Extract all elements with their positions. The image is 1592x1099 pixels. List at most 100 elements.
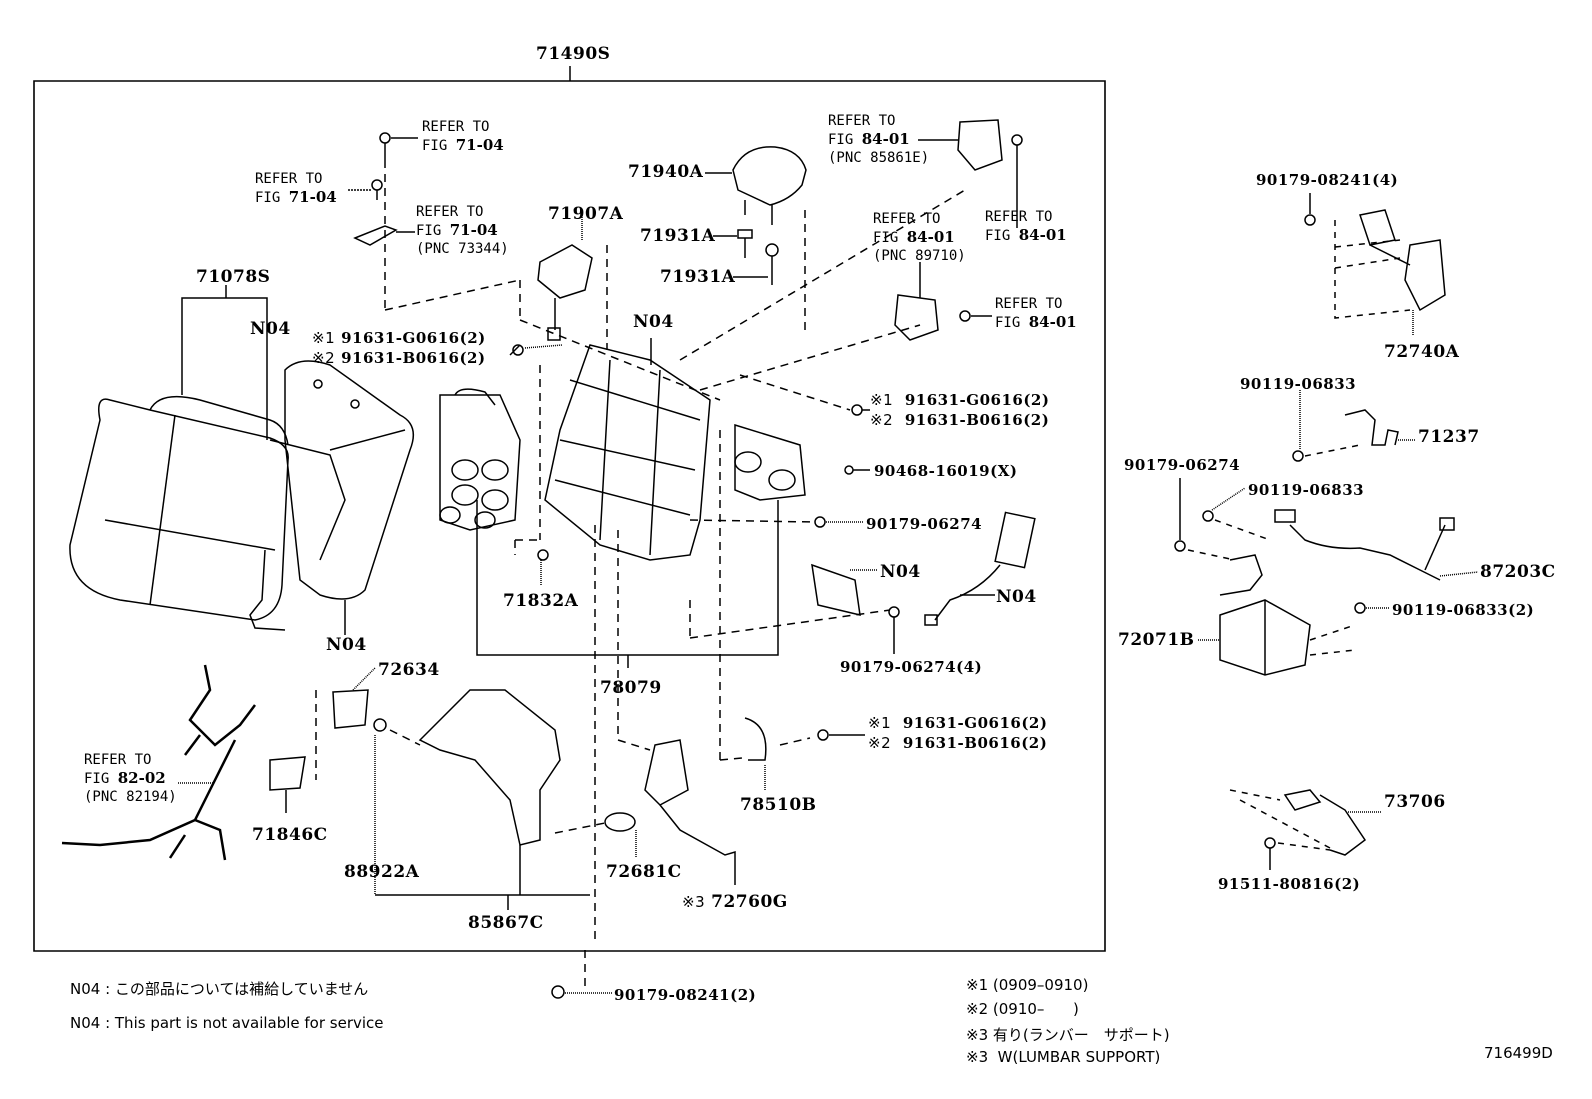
refer-text: REFER TO [828, 113, 896, 129]
part-72071B[interactable]: 72071B [1118, 630, 1195, 650]
part-71931A-2[interactable]: 71931A [660, 267, 736, 287]
pnc-text: (PNC 89710) [873, 248, 966, 264]
part-73706[interactable]: 73706 [1384, 792, 1446, 812]
lumbar-actuator-drawing [645, 740, 735, 885]
part-90179-08241-4[interactable]: 90179-08241(4) [1256, 171, 1399, 189]
bolt-note-left: ※1 91631-G0616(2) ※2 91631-B0616(2) [312, 328, 486, 368]
refer-text: REFER TO [416, 204, 484, 220]
part-72740A[interactable]: 72740A [1384, 342, 1460, 362]
part-91631-B0616[interactable]: 91631-B0616(2) [341, 349, 486, 367]
part-n04-cover: N04 [250, 319, 291, 339]
refer-text: REFER TO [995, 296, 1063, 312]
part-90179-08241-2[interactable]: 90179-08241(2) [614, 986, 757, 1004]
fig-text: FIG [828, 132, 854, 148]
part-71832A[interactable]: 71832A [503, 591, 579, 611]
note-n04-japanese: N04 : この部品については補給していません [70, 980, 369, 998]
part-91631-B0616[interactable]: 91631-B0616(2) [902, 734, 1048, 752]
part-n04-sensor: N04 [996, 587, 1037, 607]
fig-number: 84-01 [1028, 313, 1077, 331]
fig-number: 84-01 [861, 130, 910, 148]
part-n04-switch: N04 [880, 562, 921, 582]
part-71237[interactable]: 71237 [1418, 427, 1480, 447]
part-85867C[interactable]: 85867C [468, 913, 544, 933]
fig-number: 84-01 [1018, 226, 1067, 244]
pnc-text: (PNC 82194) [84, 789, 177, 805]
part-90119-06833-a[interactable]: 90119-06833 [1240, 375, 1357, 393]
lumbar-switch-drawing [812, 512, 1035, 625]
legend-3-en: ※3 W(LUMBAR SUPPORT) [966, 1048, 1161, 1066]
screws-71-04 [348, 133, 418, 310]
bracket-71237-drawing [1293, 390, 1416, 461]
mark-2: ※2 [870, 411, 894, 429]
fig-number: 84-01 [906, 228, 955, 246]
part-72681C[interactable]: 72681C [606, 862, 682, 882]
part-78079[interactable]: 78079 [600, 678, 662, 698]
refer-text: REFER TO [985, 209, 1053, 225]
refer-fig-84-01-nut: REFER TO FIG 84-01 [985, 208, 1067, 245]
part-91631-G0616[interactable]: 91631-G0616(2) [341, 329, 486, 347]
part-90179-06274-4[interactable]: 90179-06274(4) [840, 658, 983, 676]
part-91511-80816-2[interactable]: 91511-80816(2) [1218, 875, 1361, 893]
refer-fig-84-01-bolt: REFER TO FIG 84-01 [995, 295, 1077, 332]
part-78510B[interactable]: 78510B [740, 795, 817, 815]
part-87203C[interactable]: 87203C [1480, 562, 1556, 582]
part-90119-06833-2[interactable]: 90119-06833(2) [1392, 601, 1535, 619]
note-n04-english: N04 : This part is not available for ser… [70, 1014, 384, 1032]
mark-1: ※1 [312, 329, 336, 347]
small-hardware [510, 135, 1022, 998]
pad-71846C-drawing [270, 757, 305, 790]
legend-3-jp: ※3 有り(ランバー サポート) [966, 1026, 1170, 1044]
refer-fig-71-04-pnc: REFER TO FIG 71-04 (PNC 73344) [416, 203, 509, 258]
bracket-72740A-drawing [1305, 193, 1445, 335]
part-88922A[interactable]: 88922A [344, 862, 420, 882]
fig-number: 82-02 [117, 769, 166, 787]
part-91631-G0616[interactable]: 91631-G0616(2) [902, 714, 1048, 732]
part-91631-B0616[interactable]: 91631-B0616(2) [904, 411, 1050, 429]
fig-number: 71-04 [288, 188, 337, 206]
legend-2: ※2 (0910– ) [966, 1000, 1079, 1018]
bracket-73706-drawing [1230, 790, 1382, 870]
part-71907A[interactable]: 71907A [548, 204, 624, 224]
part-72760G[interactable]: 72760G [711, 892, 788, 912]
module-72071B-drawing [1198, 600, 1390, 675]
pnc-text: (PNC 85861E) [828, 150, 930, 166]
part-90468-16019[interactable]: 90468-16019(X) [874, 462, 1018, 480]
part-71931A-1[interactable]: 71931A [640, 226, 716, 246]
part-90179-06274[interactable]: 90179-06274 [866, 515, 983, 533]
seat-frame-drawing [545, 338, 710, 560]
part-72634[interactable]: 72634 [378, 660, 440, 680]
refer-fig-84-01-pnc-89710: REFER TO FIG 84-01 (PNC 89710) [873, 210, 966, 265]
fig-text: FIG [995, 315, 1021, 331]
harness-87203C-drawing [1175, 478, 1478, 595]
refer-fig-82-02: REFER TO FIG 82-02 (PNC 82194) [84, 751, 177, 806]
part-90119-06833-b[interactable]: 90119-06833 [1248, 481, 1365, 499]
bolt-note-lower: ※1 91631-G0616(2)※2 91631-B0616(2) [868, 713, 1047, 753]
refer-fig-84-01-pnc-85861E: REFER TO FIG 84-01 (PNC 85861E) [828, 112, 929, 167]
diagram-code: 716499D [1484, 1044, 1553, 1062]
lumbar-motor-right-drawing [735, 425, 805, 500]
leader-71078S [182, 298, 267, 440]
part-71940A[interactable]: 71940A [628, 162, 704, 182]
cover-72634-drawing [333, 690, 368, 728]
part-90179-06274-r[interactable]: 90179-06274 [1124, 456, 1241, 474]
wire-harness-drawing [62, 665, 255, 860]
grommet-72681C-drawing [605, 813, 635, 831]
seat-back-cover-drawing [70, 361, 413, 630]
lumbar-motor-left-drawing [440, 389, 520, 530]
fig-text: FIG [873, 230, 899, 246]
fig-number: 71-04 [455, 136, 504, 154]
mark-2: ※2 [312, 349, 336, 367]
part-n04-frame: N04 [633, 312, 674, 332]
part-71846C[interactable]: 71846C [252, 825, 328, 845]
pnc-text: (PNC 73344) [416, 241, 509, 257]
mark-1: ※1 [868, 714, 892, 732]
fig-text: FIG [255, 190, 281, 206]
refer-text: REFER TO [255, 171, 323, 187]
part-71078S[interactable]: 71078S [196, 267, 271, 287]
headrest-support-drawing [713, 230, 778, 285]
part-91631-G0616[interactable]: 91631-G0616(2) [904, 391, 1050, 409]
fig-text: FIG [985, 228, 1011, 244]
dashed-connectors [316, 190, 965, 990]
